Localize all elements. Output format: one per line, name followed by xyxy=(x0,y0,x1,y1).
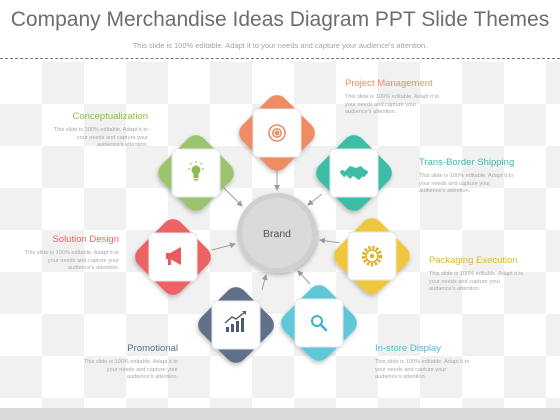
arrow-in-store-display xyxy=(297,270,311,285)
arrow-promotional xyxy=(261,274,268,291)
desc-trans-border-shipping: This slide is 100% editable. Adapt it to… xyxy=(419,173,514,195)
brand-label: Brand xyxy=(263,228,291,240)
node-conceptualization xyxy=(158,135,234,211)
brand-circle: Brand xyxy=(237,193,317,273)
megaphone-icon xyxy=(166,247,181,265)
arrow-trans-border-shipping xyxy=(307,193,323,206)
node-packaging-execution xyxy=(334,218,410,294)
gear-icon xyxy=(361,245,383,267)
slide-subtitle: This slide is 100% editable. Adapt it to… xyxy=(132,41,428,50)
lightbulb-icon xyxy=(188,161,204,181)
growth-chart-icon xyxy=(224,311,246,332)
slide-title: Company Merchandise Ideas Diagram PPT Sl… xyxy=(10,8,550,31)
label-conceptualization: Conceptualization xyxy=(72,111,148,122)
magnifier-icon xyxy=(311,315,328,332)
node-solution-design xyxy=(135,219,211,295)
desc-packaging-execution: This slide is 100% editable. Adapt it to… xyxy=(429,271,524,293)
desc-promotional: This slide is 100% editable. Adapt it to… xyxy=(83,359,178,381)
arrow-conceptualization xyxy=(221,185,243,207)
desc-in-store-display: This slide is 100% editable. Adapt it to… xyxy=(375,359,470,381)
icon-box xyxy=(294,298,344,348)
label-promotional: Promotional xyxy=(127,343,178,354)
title-divider xyxy=(0,58,560,59)
desc-project-management: This slide is 100% editable. Adapt it to… xyxy=(345,94,440,116)
label-project-management: Project Management xyxy=(345,78,433,89)
label-packaging-execution: Packaging Execution xyxy=(429,255,518,266)
target-icon xyxy=(268,124,286,142)
label-trans-border-shipping: Trans-Border Shipping xyxy=(419,157,515,168)
arrow-solution-design xyxy=(211,242,236,251)
desc-solution-design: This slide is 100% editable. Adapt it to… xyxy=(24,250,119,272)
connector-arrows xyxy=(211,170,341,291)
desc-conceptualization: This slide is 100% editable. Adapt it to… xyxy=(53,127,148,149)
handshake-icon xyxy=(339,166,369,180)
arrow-packaging-execution xyxy=(319,237,341,244)
label-solution-design: Solution Design xyxy=(52,234,119,245)
label-in-store-display: In-store Display xyxy=(375,343,441,354)
node-promotional xyxy=(198,287,274,363)
footer-bar xyxy=(0,408,560,420)
node-in-store-display xyxy=(281,285,357,361)
node-project-management xyxy=(239,95,315,171)
node-trans-border-shipping xyxy=(316,135,392,211)
